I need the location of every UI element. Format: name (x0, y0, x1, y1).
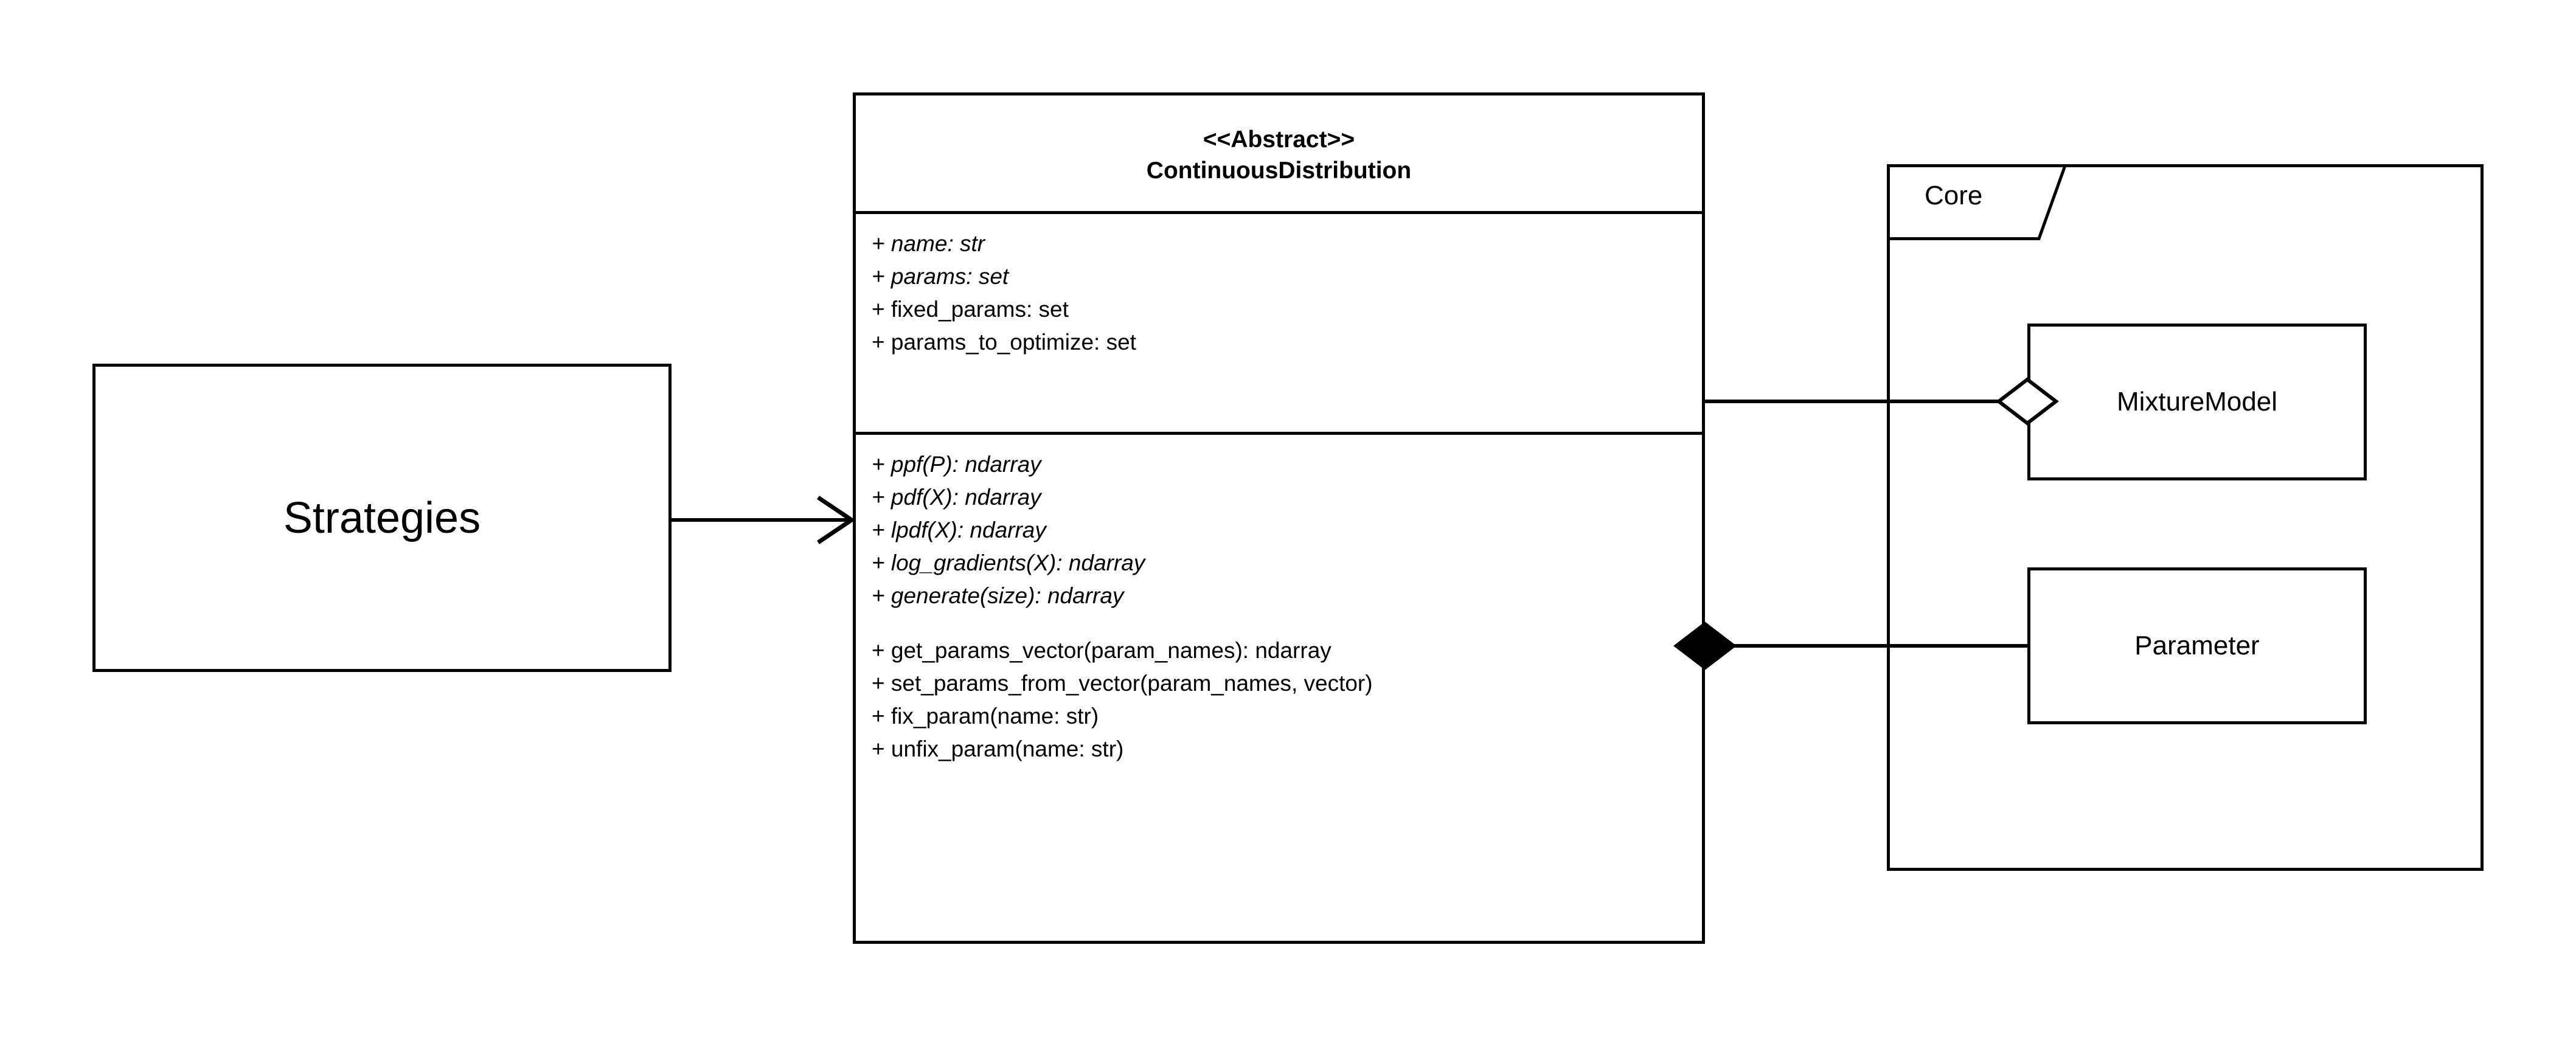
method-group-separator (872, 612, 1702, 634)
method-row: + unfix_param(name: str) (872, 736, 1124, 762)
method-row: + log_gradients(X): ndarray (872, 550, 1145, 576)
attribute-row: + params_to_optimize: set (872, 330, 1136, 355)
parameter-class-box[interactable]: Parameter (2027, 567, 2367, 724)
core-package[interactable]: Core (1887, 164, 2484, 871)
strategies-label: Strategies (283, 493, 481, 542)
class-header: <<Abstract>> ContinuousDistribution (856, 95, 1702, 214)
core-package-body (1887, 164, 2484, 871)
method-row: + lpdf(X): ndarray (872, 518, 1046, 543)
attribute-row: + name: str (872, 231, 985, 256)
method-row: + fix_param(name: str) (872, 704, 1099, 729)
parameter-label: Parameter (2134, 631, 2260, 660)
method-row: + set_params_from_vector(param_names, ve… (872, 671, 1373, 696)
attribute-row: + fixed_params: set (872, 297, 1069, 322)
core-package-tab (1887, 164, 2067, 240)
method-row: + pdf(X): ndarray (872, 485, 1041, 510)
attributes-compartment: + name: str + params: set + fixed_params… (856, 214, 1702, 435)
class-stereotype: <<Abstract>> (1203, 126, 1355, 153)
core-package-label: Core (1925, 181, 1983, 210)
methods-compartment: + ppf(P): ndarray + pdf(X): ndarray + lp… (856, 435, 1702, 775)
mixturemodel-label: MixtureModel (2116, 387, 2278, 417)
mixturemodel-class-box[interactable]: MixtureModel (2027, 324, 2367, 480)
strategies-class-box[interactable]: Strategies (92, 364, 672, 672)
attribute-row: + params: set (872, 264, 1009, 289)
method-row: + ppf(P): ndarray (872, 452, 1041, 477)
class-name: ContinuousDistribution (1146, 158, 1412, 184)
method-row: + get_params_vector(param_names): ndarra… (872, 638, 1331, 663)
association-strategies-to-class (672, 496, 856, 544)
continuousdistribution-class-box[interactable]: <<Abstract>> ContinuousDistribution + na… (853, 92, 1705, 944)
method-row: + generate(size): ndarray (872, 583, 1124, 609)
